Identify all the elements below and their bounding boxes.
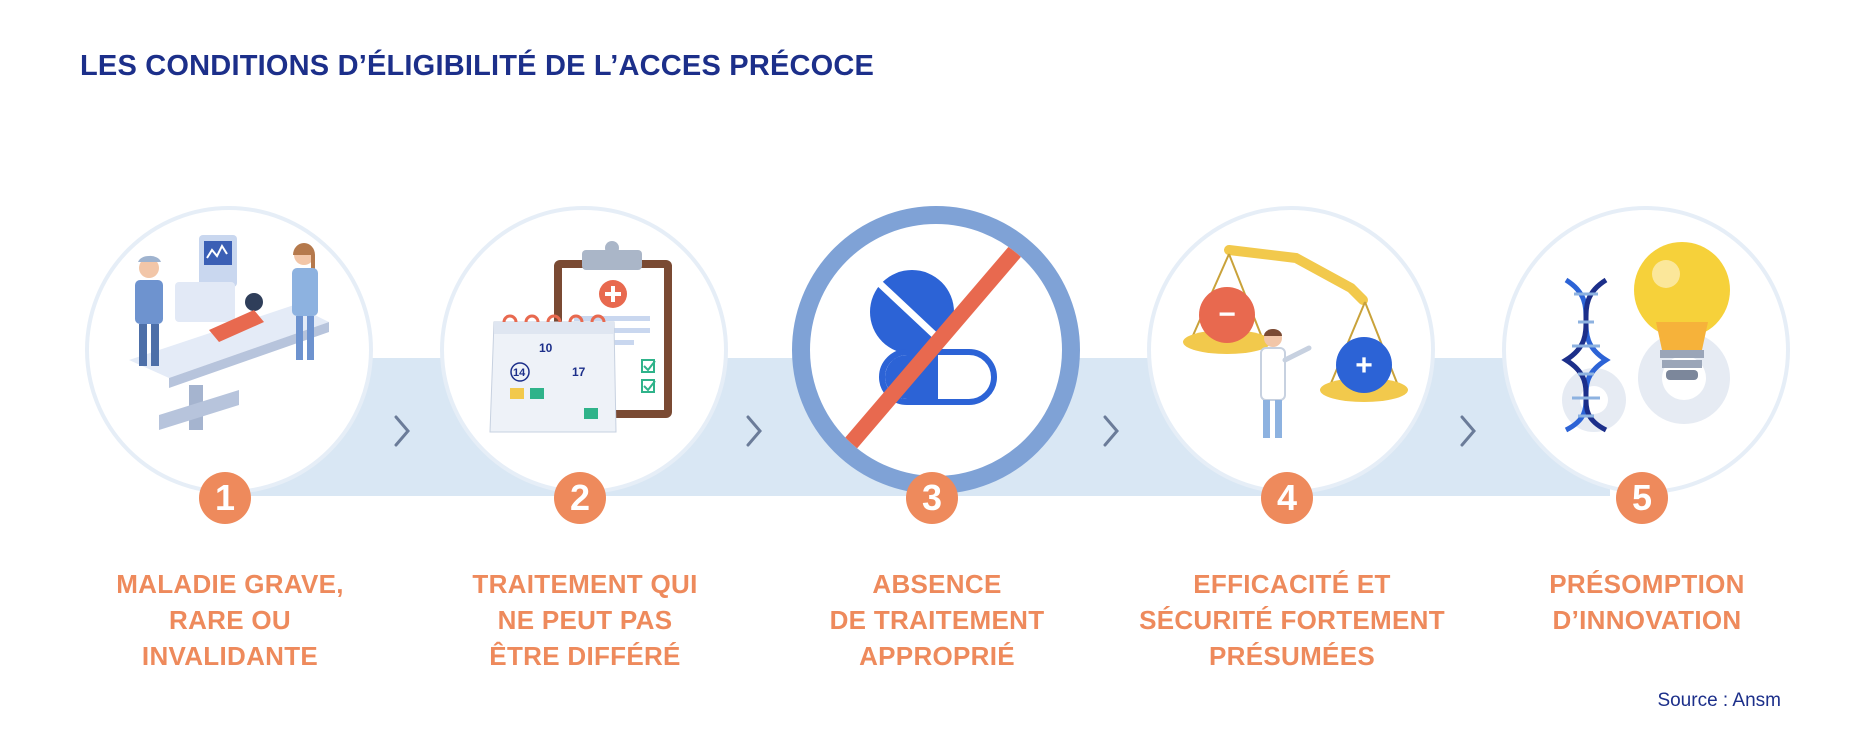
- chevron-right-icon: [1460, 415, 1476, 447]
- step-1: 1 MALADIE GRAVE, RARE OU INVALIDANTE: [50, 0, 410, 742]
- calendar-day: 10: [539, 341, 553, 355]
- step-label: PRÉSOMPTION D’INNOVATION: [1549, 569, 1745, 635]
- chevron-right-icon: [1103, 415, 1119, 447]
- hospital-bed-icon: [85, 206, 373, 494]
- dna-lightbulb-icon: [1502, 206, 1790, 494]
- step-number: 2: [554, 472, 606, 524]
- step-5: 5 PRÉSOMPTION D’INNOVATION: [1467, 0, 1827, 742]
- chevron-right-icon: [394, 415, 410, 447]
- minus-sign: −: [1218, 298, 1236, 331]
- balance-scale-icon: − +: [1147, 206, 1435, 494]
- step-label: MALADIE GRAVE, RARE OU INVALIDANTE: [116, 569, 344, 671]
- step-label: EFFICACITÉ ET SÉCURITÉ FORTEMENT PRÉSUMÉ…: [1139, 569, 1445, 671]
- step-number: 1: [199, 472, 251, 524]
- step-3: 3 ABSENCE DE TRAITEMENT APPROPRIÉ: [757, 0, 1117, 742]
- calendar-clipboard-icon: 10 14 17: [440, 206, 728, 494]
- page-title: LES CONDITIONS D’ÉLIGIBILITÉ DE L’ACCES …: [80, 50, 875, 82]
- calendar-day: 14: [513, 367, 526, 379]
- no-pills-icon: [792, 206, 1080, 494]
- step-number: 5: [1616, 472, 1668, 524]
- step-4: − + 4 EFFICACITÉ ET SÉCURITÉ FORTEMENT P…: [1112, 0, 1472, 742]
- step-number: 3: [906, 472, 958, 524]
- step-label: ABSENCE DE TRAITEMENT APPROPRIÉ: [829, 569, 1045, 671]
- plus-sign: +: [1355, 349, 1373, 382]
- step-2: 10 14 17 2 TRAITEMENT QUI NE PEUT PAS ÊT…: [405, 0, 765, 742]
- calendar-day: 17: [572, 365, 586, 379]
- chevron-right-icon: [746, 415, 762, 447]
- step-number: 4: [1261, 472, 1313, 524]
- source-note: Source : Ansm: [1657, 690, 1781, 711]
- step-label: TRAITEMENT QUI NE PEUT PAS ÊTRE DIFFÉRÉ: [472, 569, 698, 671]
